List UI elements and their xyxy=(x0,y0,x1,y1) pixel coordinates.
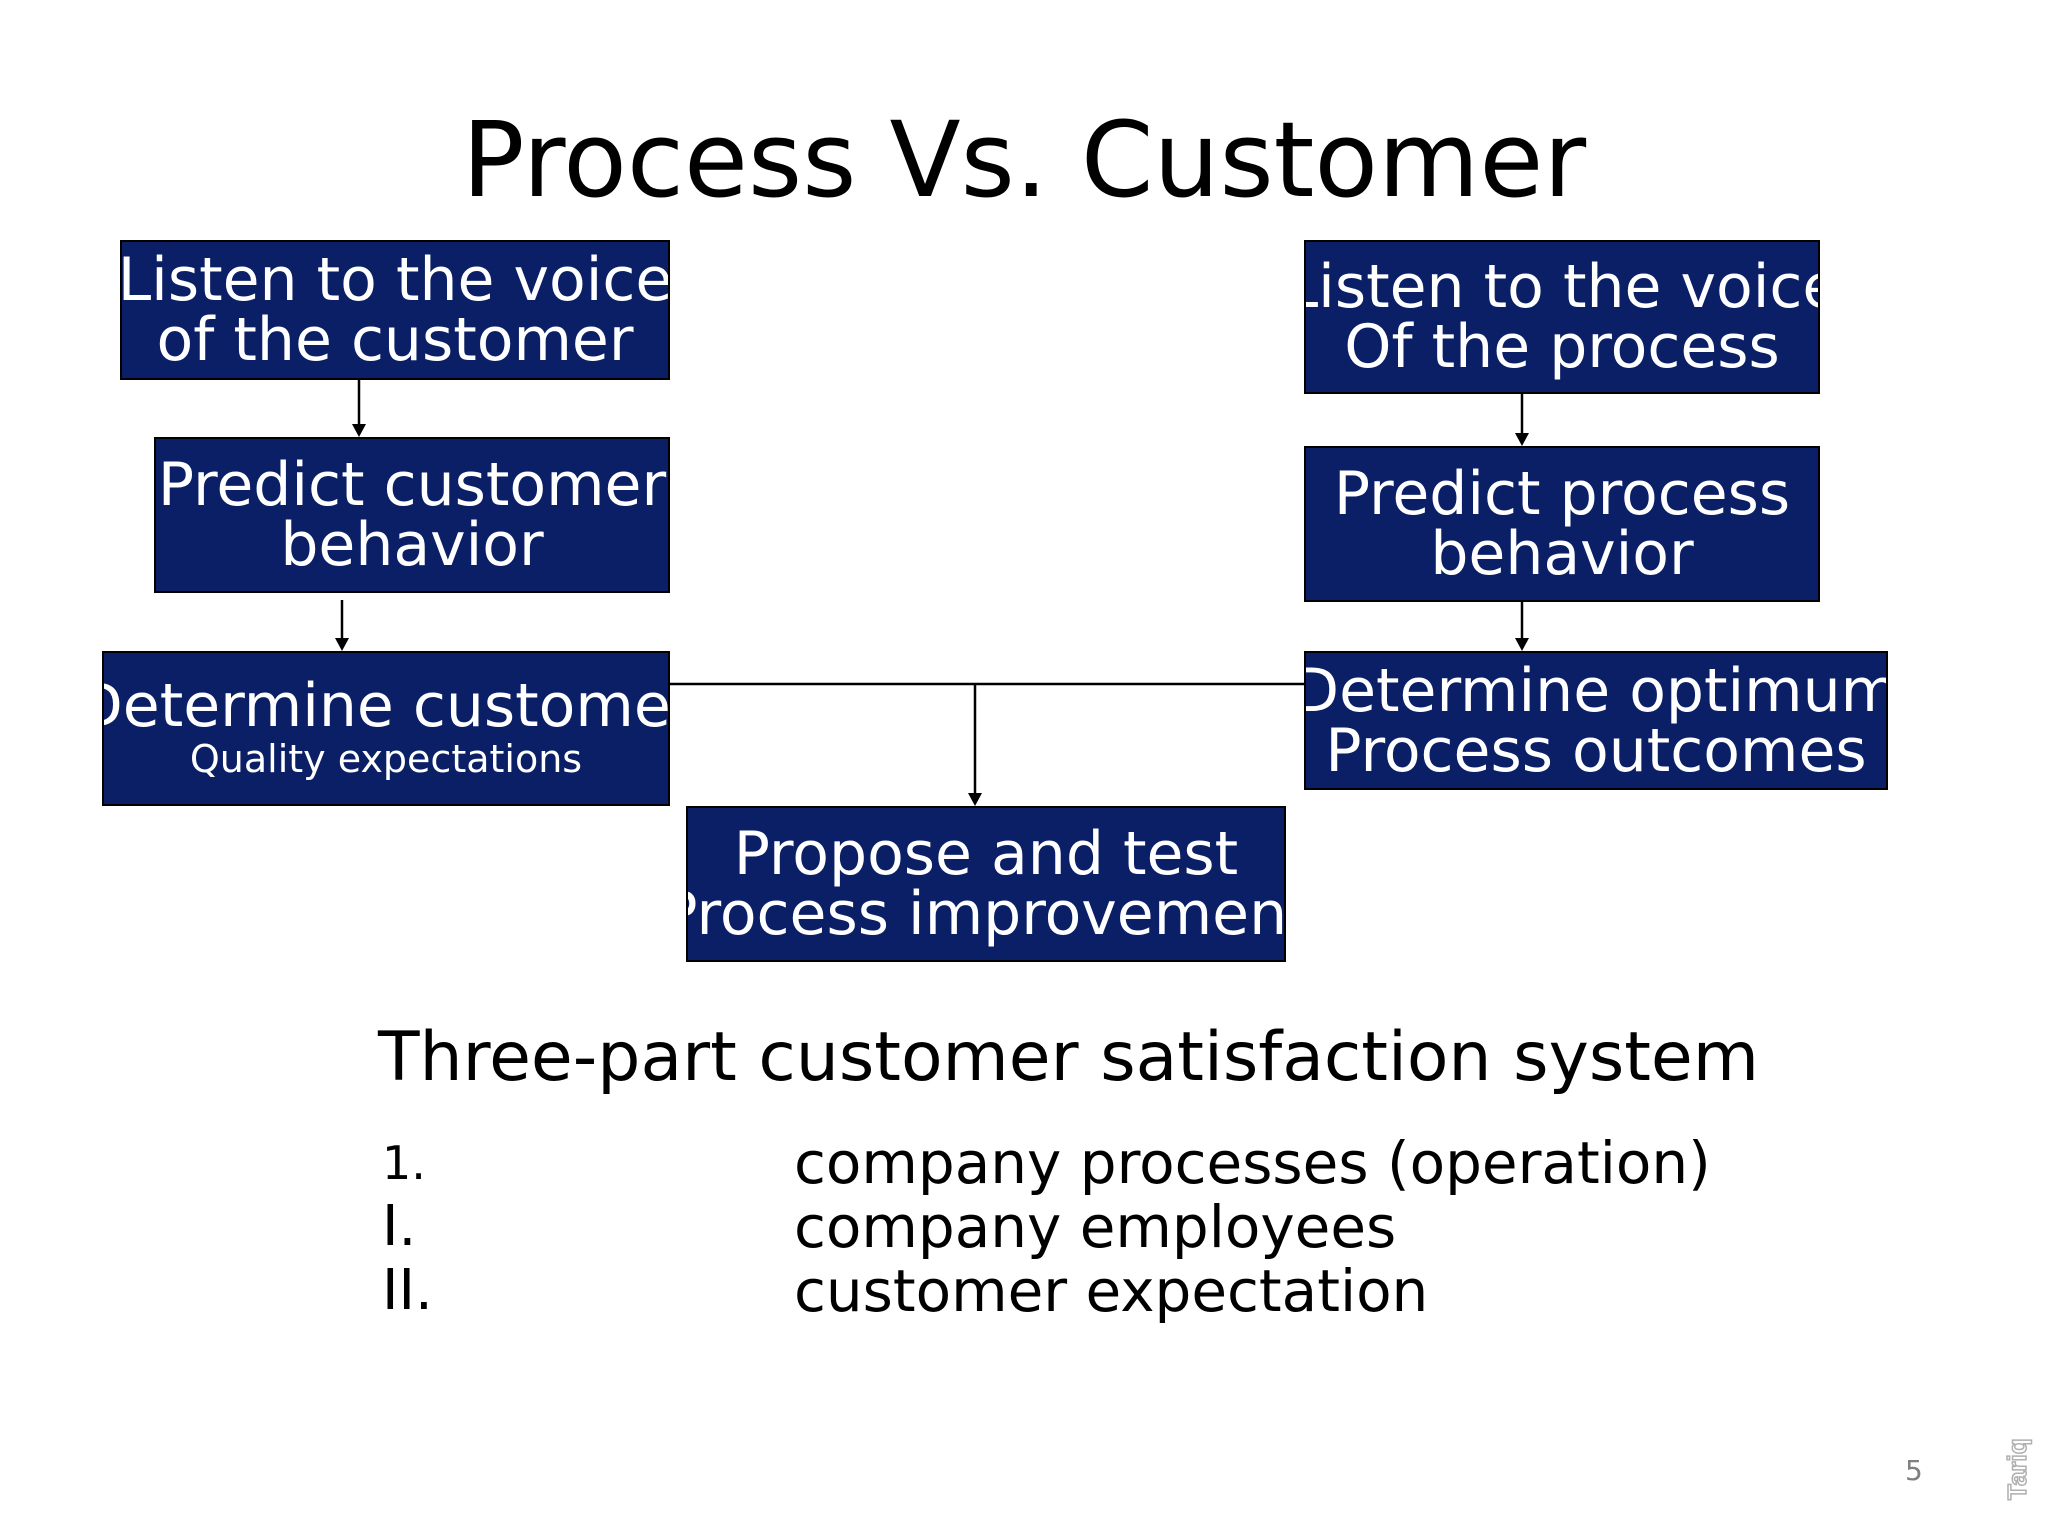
list-marker: I. xyxy=(382,1194,417,1259)
list-item: I. company employees xyxy=(382,1193,1782,1261)
page-number: 5 xyxy=(1905,1454,1923,1487)
section-subheading: Three-part customer satisfaction system xyxy=(378,1018,1759,1097)
box-line: Propose and test xyxy=(733,819,1239,889)
box-line: Listen to the voice xyxy=(1304,252,1820,322)
arrowhead-2 xyxy=(335,638,349,651)
box-line: Process improvement xyxy=(686,879,1286,949)
slide-title: Process Vs. Customer xyxy=(461,99,1587,221)
arrowhead-5 xyxy=(968,793,982,806)
arrowhead-1 xyxy=(352,424,366,437)
box-line: Determine optimum xyxy=(1304,655,1888,726)
box-line: Predict process xyxy=(1333,459,1791,529)
box-listen-voice-customer: Listen to the voice of the customer xyxy=(120,240,670,380)
box-line-small: Quality expectations xyxy=(189,736,583,781)
box-determine-optimum-process: Determine optimum Process outcomes xyxy=(1304,651,1888,790)
box-line: behavior xyxy=(1430,519,1694,589)
list-text: company employees xyxy=(794,1193,1397,1261)
box-line: Predict customer xyxy=(157,450,667,520)
watermark-text: Tariq xyxy=(2002,1438,2032,1500)
list-marker: II. xyxy=(382,1258,433,1323)
arrowhead-3 xyxy=(1515,433,1529,446)
list-text: company processes (operation) xyxy=(794,1129,1711,1197)
box-line: behavior xyxy=(280,510,544,580)
box-line: Determine customer xyxy=(102,670,670,741)
box-line: Of the process xyxy=(1344,312,1780,382)
list-marker: 1. xyxy=(382,1136,426,1190)
list-text: customer expectation xyxy=(794,1257,1429,1325)
box-propose-process-improvement: Propose and test Process improvement xyxy=(686,806,1286,962)
box-line: of the customer xyxy=(156,305,634,375)
box-predict-customer-behavior: Predict customer behavior xyxy=(154,437,670,593)
box-predict-process-behavior: Predict process behavior xyxy=(1304,446,1820,602)
watermark-logo: Tariq xyxy=(2001,1438,2033,1501)
list-item: 1. company processes (operation) xyxy=(382,1132,1782,1194)
box-line: Process outcomes xyxy=(1325,715,1867,786)
box-determine-customer-quality: Determine customer Quality expectations xyxy=(102,651,670,806)
list-item: II. customer expectation xyxy=(382,1257,1782,1325)
arrowhead-4 xyxy=(1515,638,1529,651)
box-line: Listen to the voice xyxy=(120,245,670,315)
box-listen-voice-process: Listen to the voice Of the process xyxy=(1304,240,1820,394)
